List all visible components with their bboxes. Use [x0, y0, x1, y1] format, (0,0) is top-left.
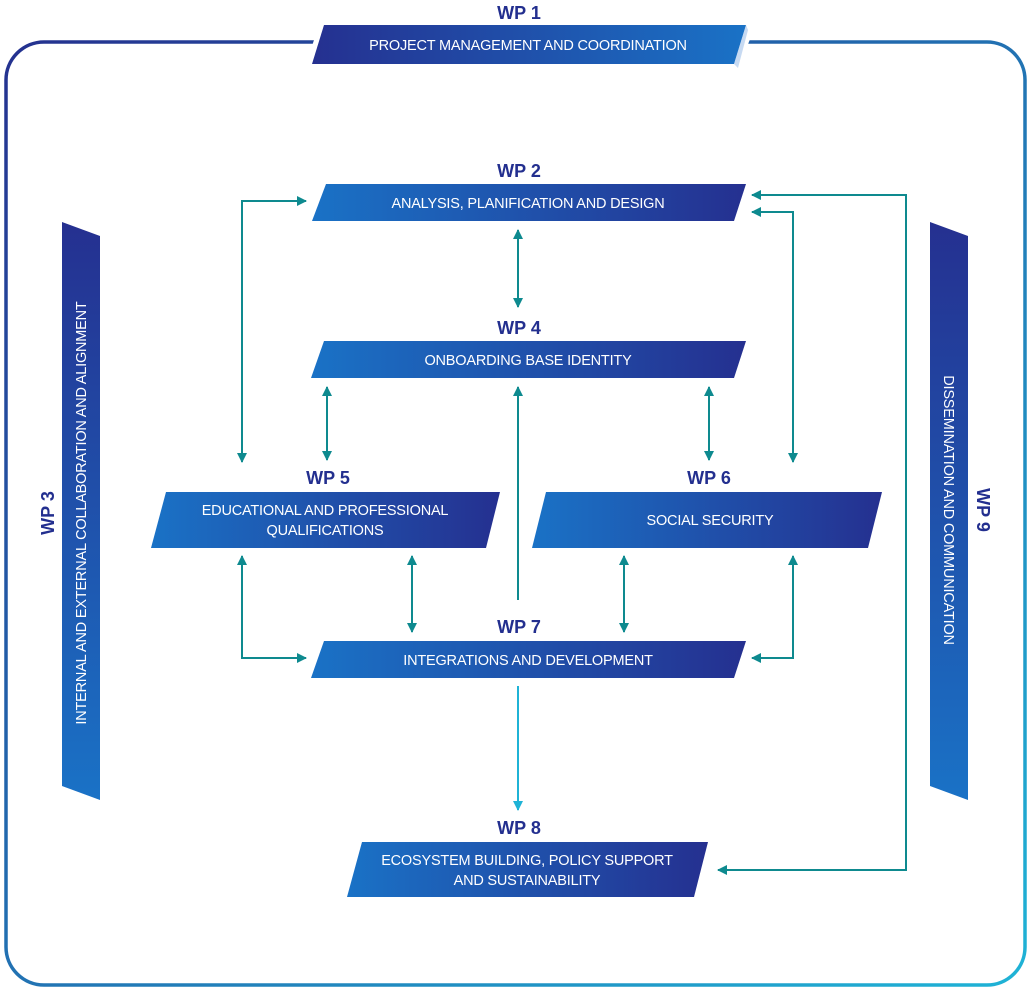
wp3-title: INTERNAL AND EXTERNAL COLLABORATION AND … — [74, 301, 90, 724]
wp5-tag: WP 5 — [306, 468, 350, 488]
arrow-wp5-wp7-outer — [237, 555, 307, 663]
wp1-banner — [312, 25, 746, 64]
wp8-title-line2: AND SUSTAINABILITY — [454, 873, 601, 889]
wp7-tag: WP 7 — [497, 617, 541, 637]
wp3-tag: WP 3 — [38, 491, 58, 535]
arrow-wp9-wp8 — [717, 410, 907, 875]
wp9-bar — [930, 222, 968, 800]
wp9-tag: WP 9 — [973, 488, 993, 532]
wp9-group: DISSEMINATION AND COMMUNICATION WP 9 — [930, 222, 993, 800]
wp3-group: INTERNAL AND EXTERNAL COLLABORATION AND … — [38, 222, 100, 800]
wp4-box — [311, 341, 746, 378]
arrow-wp5-wp2 — [237, 196, 307, 463]
wp6-group: WP 6 SOCIAL SECURITY — [532, 468, 882, 548]
wp9-title: DISSEMINATION AND COMMUNICATION — [940, 375, 956, 645]
wp8-group: WP 8 ECOSYSTEM BUILDING, POLICY SUPPORT … — [347, 818, 708, 897]
arrow-wp6-wp7-outer — [751, 555, 798, 663]
wp5-box — [151, 492, 500, 548]
wp1-group: WP 1 PROJECT MANAGEMENT AND COORDINATION — [304, 3, 752, 70]
wp8-box — [347, 842, 708, 897]
wp4-tag: WP 4 — [497, 318, 541, 338]
wp2-box — [312, 184, 746, 221]
wp7-title: INTEGRATIONS AND DEVELOPMENT — [403, 653, 653, 669]
arrow-wp9-wp2 — [751, 190, 907, 420]
wp4-group: WP 4 ONBOARDING BASE IDENTITY — [311, 318, 746, 378]
wp7-box — [311, 641, 746, 678]
wp4-title: ONBOARDING BASE IDENTITY — [424, 353, 632, 369]
wp5-group: WP 5 EDUCATIONAL AND PROFESSIONAL QUALIF… — [151, 468, 500, 548]
wp8-tag: WP 8 — [497, 818, 541, 838]
arrow-wp6-wp2 — [751, 207, 798, 463]
wp1-title: PROJECT MANAGEMENT AND COORDINATION — [369, 38, 687, 54]
connectors — [237, 190, 907, 875]
wp2-tag: WP 2 — [497, 161, 541, 181]
wp1-banner-shadow — [734, 25, 748, 68]
wp2-group: WP 2 ANALYSIS, PLANIFICATION AND DESIGN — [312, 161, 746, 221]
wp8-title-line1: ECOSYSTEM BUILDING, POLICY SUPPORT — [381, 853, 673, 869]
wp6-title: SOCIAL SECURITY — [647, 513, 775, 529]
wp5-title-line2: QUALIFICATIONS — [267, 523, 384, 539]
wp7-group: WP 7 INTEGRATIONS AND DEVELOPMENT — [311, 617, 746, 678]
wp3-bar — [62, 222, 100, 800]
wp2-title: ANALYSIS, PLANIFICATION AND DESIGN — [391, 196, 664, 212]
wp1-tag: WP 1 — [497, 3, 541, 23]
wp6-tag: WP 6 — [687, 468, 731, 488]
wp5-title-line1: EDUCATIONAL AND PROFESSIONAL — [202, 503, 449, 519]
wp6-box — [532, 492, 882, 548]
